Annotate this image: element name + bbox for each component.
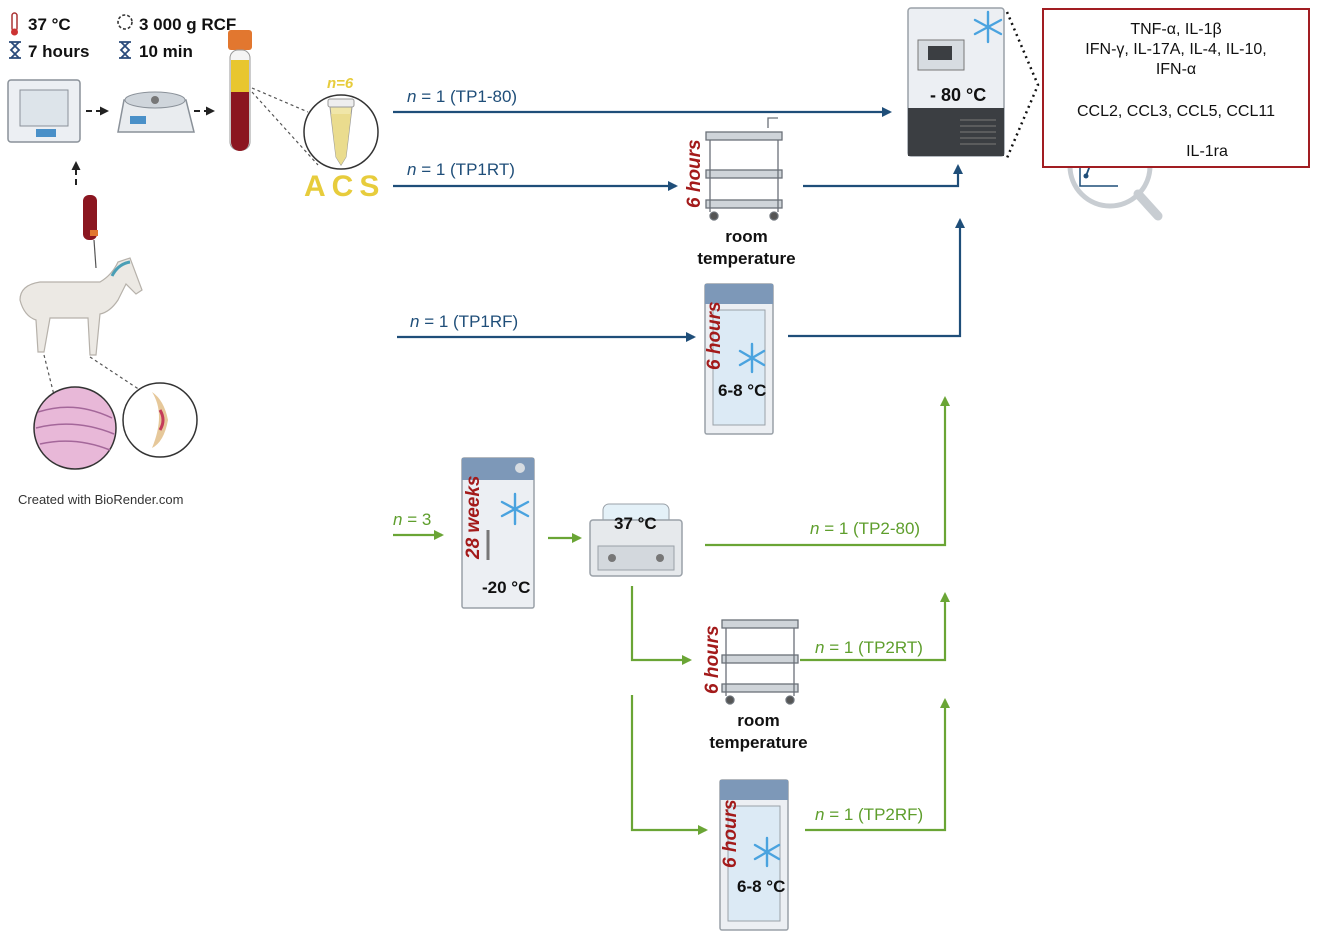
analyte-line-1: TNF-α, IL-1β [1130,21,1222,38]
rt2-duration-label: 6 hours [702,625,723,694]
centrifuge-force: 3 000 g RCF [139,15,237,34]
centrifuge-time: 10 min [139,42,193,61]
analysis-box: TNF-α, IL-1β IFN-γ, IL-17A, IL-4, IL-10,… [1042,8,1310,168]
draw-line [93,239,97,269]
arrow-tp2-80 [705,396,950,547]
incubation-temperature: 37 °C [28,15,71,34]
fridge2-temp: 6-8 °C [737,877,786,896]
label-tp1rt: n = 1 (TP1RT) [407,160,515,179]
zoom-line [43,354,55,396]
blood-tube-icon [228,30,252,151]
label-tp1-80: n = 1 (TP1-80) [407,87,518,106]
n-symbol: n [407,160,417,179]
snowflake-icon [753,836,781,868]
arrow-to-rt-cart [630,586,692,665]
n-symbol: n [815,638,825,657]
arrow-tp2rt [800,592,950,662]
analyte-line-2: IFN-γ, IL-17A, IL-4, IL-10, [1085,41,1267,58]
n-symbol: n [810,519,820,538]
tendon-tissue-icon [33,386,117,470]
room-temperature-label: room temperature [697,227,796,269]
analyte-line-5: IL-1ra [1186,143,1228,160]
product-label: ACS [304,170,386,203]
thermometer-icon [11,12,18,36]
fridge-icon [704,283,774,435]
n-symbol: n [407,87,417,106]
n-symbol: n [815,805,825,824]
aliquot-tube-icon [303,94,379,170]
arrow-tp2rf [805,698,950,832]
label-tp2rt: n = 1 (TP2RT) [815,638,923,657]
zoom-line [89,356,141,391]
room-temperature-label-2: room temperature [709,711,808,753]
joint-icon [122,382,198,458]
fridge-temp: 6-8 °C [718,381,767,400]
freezer-20-temp: -20 °C [482,578,531,597]
water-bath-temp: 37 °C [614,514,657,533]
label-tp2rf: n = 1 (TP2RF) [815,805,924,824]
freezer-80-temp: - 80 °C [930,85,987,105]
analyte-line-4: CCL2, CCL3, CCL5, CCL11 [1076,103,1275,120]
hourglass-icon [119,41,131,59]
arrow-to-fridge [630,695,708,835]
fridge-duration-label: 6 hours [704,301,725,370]
arrow-rt-to-freezer [803,164,963,188]
blood-draw-tube-icon [83,195,98,240]
n-symbol: n [410,312,420,331]
snowflake-icon [973,10,1003,44]
horse-icon [19,257,143,356]
centrifuge-icon [117,91,195,133]
incubator-icon [7,79,81,143]
label-tp1rf: n = 1 (TP1RF) [410,312,519,331]
fridge2-duration-label: 6 hours [720,799,741,868]
rt-duration-label: 6 hours [684,139,705,208]
rotation-icon [117,14,133,30]
water-bath-icon [589,503,683,577]
room-temp-cart-icon [721,619,799,705]
zoom-dots [1005,11,1040,159]
freezer-80-icon [907,7,1005,157]
zoom-line [251,87,309,113]
incubation-duration: 7 hours [28,42,90,61]
snowflake-icon [738,342,766,374]
aliquot-count: n=6 [327,75,354,92]
hourglass-icon [9,41,21,59]
arrow-rf-to-freezer [788,218,965,338]
snowflake-icon [500,492,530,526]
n-symbol: n [393,510,403,529]
analyte-line-3: IFN-α [1155,61,1197,78]
label-n3: n = 3 [393,510,432,529]
fridge-icon [719,779,789,931]
credit-text: Created with BioRender.com [18,492,184,507]
label-tp2-80: n = 1 (TP2-80) [810,519,921,538]
storage-duration-label: 28 weeks [463,475,484,559]
room-temp-cart-icon [705,117,783,221]
zoom-line [251,91,319,166]
